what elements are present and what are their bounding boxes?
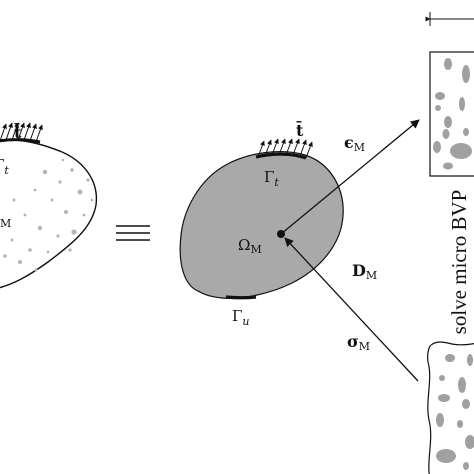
left-traction-arrows bbox=[0, 122, 43, 143]
left-gamma-t-label: Γt bbox=[0, 156, 9, 177]
rve-dimension bbox=[425, 12, 474, 26]
macro-domain: t̄ Γt ΩM Γu bbox=[179, 120, 344, 328]
equivalence-sign bbox=[116, 225, 150, 241]
left-heterogeneous-body: t̄ Γt M bbox=[0, 122, 98, 289]
gamma-u-label: Γu bbox=[232, 307, 250, 328]
stress-arrow bbox=[284, 237, 419, 382]
omega-label: ΩM bbox=[238, 236, 262, 256]
displacement-boundary bbox=[225, 295, 257, 300]
top-rve bbox=[429, 51, 474, 177]
bottom-rve-frame bbox=[427, 341, 474, 474]
tangent-label: DM bbox=[352, 261, 377, 282]
epsilon-label: ϵM bbox=[344, 133, 365, 154]
left-traction-label: t̄ bbox=[14, 122, 22, 142]
bottom-rve bbox=[427, 341, 474, 474]
sigma-label: σM bbox=[347, 332, 370, 353]
top-rve-inclusions bbox=[433, 58, 472, 170]
left-omega-sub-label: M bbox=[0, 217, 11, 230]
strain-arrow bbox=[280, 119, 420, 235]
traction-label: t̄ bbox=[296, 120, 304, 140]
traction-boundary bbox=[255, 152, 307, 160]
left-body-particles bbox=[3, 158, 94, 272]
traction-arrows bbox=[257, 138, 313, 159]
solve-micro-bvp-label: solve micro BVP bbox=[447, 190, 471, 335]
macro-domain-shape bbox=[179, 151, 344, 299]
gamma-t-label: Γt bbox=[264, 168, 279, 189]
left-body-outline bbox=[0, 139, 98, 289]
bottom-rve-inclusions bbox=[436, 354, 474, 470]
